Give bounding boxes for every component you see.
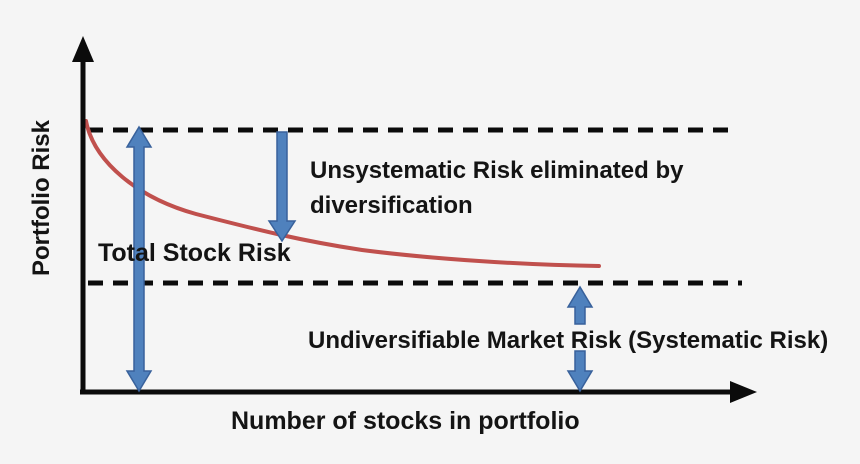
- total-stock-risk-label: Total Stock Risk: [98, 239, 291, 267]
- x-axis-label: Number of stocks in portfolio: [231, 407, 580, 435]
- y-axis-label: Portfolio Risk: [28, 119, 55, 277]
- unsystematic-risk-label: Unsystematic Risk eliminated by diversif…: [310, 157, 684, 219]
- undiversifiable-risk-label: Undiversifiable Market Risk (Systematic …: [308, 327, 829, 354]
- portfolio-risk-curve: [84, 119, 601, 268]
- unsystematic-risk-arrow: [267, 131, 297, 243]
- systematic-risk-arrow-down: [566, 350, 594, 393]
- y-axis-arrowhead-icon: [72, 36, 94, 62]
- total-stock-risk-arrow: [125, 125, 153, 393]
- systematic-risk-arrow-up: [566, 285, 594, 325]
- x-axis-arrowhead-icon: [730, 381, 757, 403]
